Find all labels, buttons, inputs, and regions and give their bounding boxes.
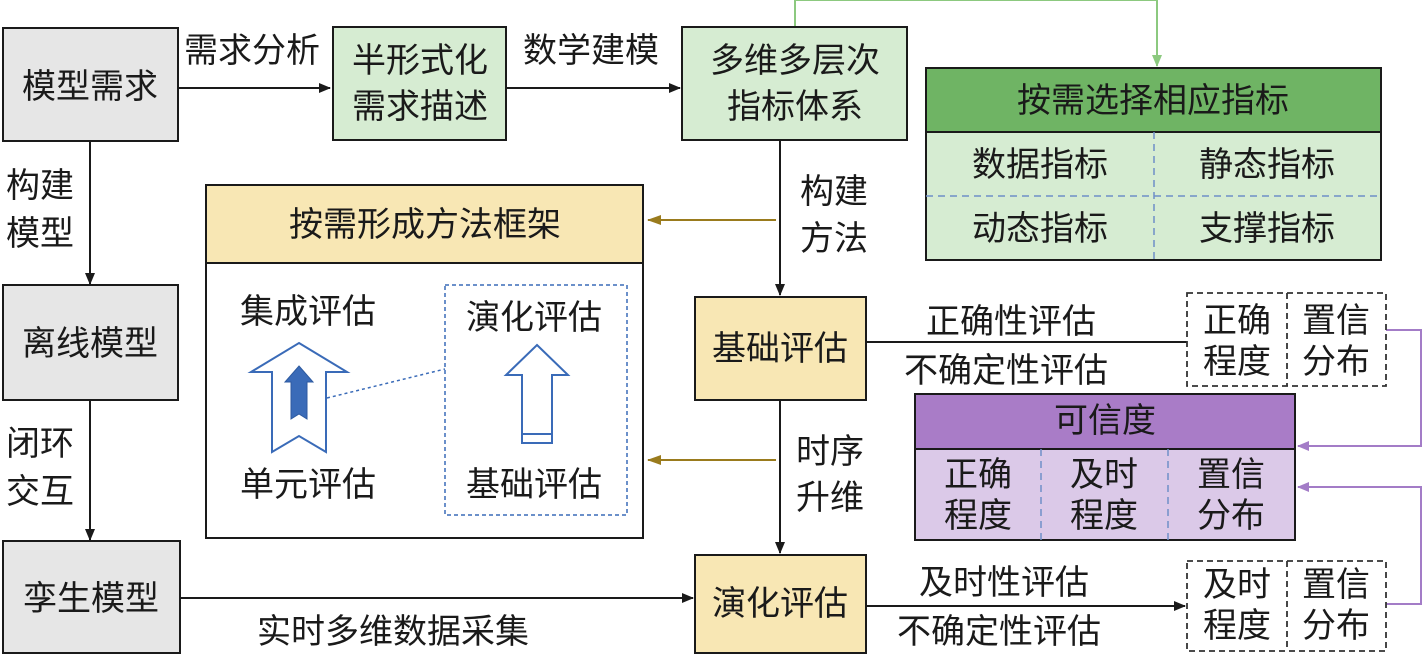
indicator-support: 支撑指标 bbox=[1199, 209, 1335, 249]
arrow-indicator-to-selection bbox=[794, 0, 1162, 67]
credibility-correct-2: 程度 bbox=[944, 496, 1012, 536]
integrated-eval-label: 集成评估 bbox=[240, 292, 376, 332]
edge-label-requirement-analysis: 需求分析 bbox=[184, 31, 320, 71]
edge-label-uncertainty-eval-bottom: 不确定性评估 bbox=[897, 612, 1101, 652]
olive-connectors bbox=[647, 215, 776, 465]
evolution-dashed-box bbox=[444, 284, 628, 516]
node-twin-model: 孪生模型 bbox=[2, 540, 181, 654]
edge-label-closed-loop-2: 交互 bbox=[6, 472, 74, 512]
result-bottom-timely-2: 程度 bbox=[1203, 606, 1271, 646]
node-evolution-eval: 演化评估 bbox=[694, 554, 867, 654]
edge-label-realtime-collect: 实时多维数据采集 bbox=[257, 612, 529, 652]
node-twin-model-label: 孪生模型 bbox=[23, 579, 159, 619]
result-box-top: 正确 程度 置信 分布 bbox=[1186, 292, 1387, 387]
unit-solid-arrow-icon bbox=[283, 365, 315, 420]
edge-label-correctness-eval: 正确性评估 bbox=[926, 302, 1096, 342]
frame-link-dashed bbox=[326, 368, 446, 399]
result-top-confidence-2: 分布 bbox=[1302, 342, 1370, 382]
node-semi-formal-line1: 半形式化 bbox=[352, 41, 488, 81]
credibility-panel: 可信度 正确 程度 及时 程度 置信 分布 bbox=[914, 393, 1296, 541]
arrow-result-bottom-to-credibility bbox=[1297, 482, 1422, 605]
edge-label-time-upgrade-2: 升维 bbox=[796, 478, 864, 518]
edge-label-build-model-2: 模型 bbox=[6, 214, 74, 254]
indicator-panel: 按需选择相应指标 数据指标 静态指标 动态指标 支撑指标 bbox=[925, 67, 1382, 261]
node-basic-eval: 基础评估 bbox=[694, 296, 867, 401]
credibility-title: 可信度 bbox=[1054, 401, 1156, 441]
credibility-timely-2: 程度 bbox=[1070, 496, 1138, 536]
indicator-data: 数据指标 bbox=[972, 145, 1108, 185]
edge-label-time-upgrade-1: 时序 bbox=[796, 432, 864, 472]
method-frame-title: 按需形成方法框架 bbox=[289, 205, 561, 245]
edge-label-math-modeling: 数学建模 bbox=[523, 31, 659, 71]
node-multi-indicator: 多维多层次 指标体系 bbox=[681, 26, 908, 141]
edge-label-timeliness-eval: 及时性评估 bbox=[919, 563, 1089, 603]
credibility-confidence-2: 分布 bbox=[1197, 496, 1265, 536]
node-multi-indicator-line2: 指标体系 bbox=[727, 87, 863, 127]
result-box-bottom: 及时 程度 置信 分布 bbox=[1186, 560, 1387, 652]
edge-label-build-method-1: 构建 bbox=[800, 172, 868, 212]
frame-evolution-eval-label: 演化评估 bbox=[466, 298, 602, 338]
edge-label-uncertainty-eval-top: 不确定性评估 bbox=[904, 351, 1108, 391]
evolution-hollow-arrow-icon bbox=[503, 343, 571, 444]
node-evolution-eval-label: 演化评估 bbox=[712, 584, 848, 624]
result-bottom-confidence-1: 置信 bbox=[1302, 565, 1370, 605]
node-model-requirement-label: 模型需求 bbox=[22, 67, 158, 107]
arrow-result-top-to-credibility bbox=[1297, 329, 1422, 451]
edge-label-build-method-2: 方法 bbox=[800, 219, 868, 259]
indicator-dynamic: 动态指标 bbox=[972, 209, 1108, 249]
node-offline-model: 离线模型 bbox=[2, 284, 179, 401]
credibility-timely-1: 及时 bbox=[1070, 455, 1138, 495]
result-bottom-confidence-2: 分布 bbox=[1302, 606, 1370, 646]
method-frame: 按需形成方法框架 集成评估 单元评估 演化评估 基础评估 bbox=[205, 184, 644, 539]
node-multi-indicator-line1: 多维多层次 bbox=[710, 41, 880, 81]
result-top-confidence-1: 置信 bbox=[1302, 301, 1370, 341]
indicator-panel-title: 按需选择相应指标 bbox=[1017, 81, 1289, 121]
node-semi-formal: 半形式化 需求描述 bbox=[332, 26, 507, 141]
node-offline-model-label: 离线模型 bbox=[22, 324, 158, 364]
indicator-static: 静态指标 bbox=[1199, 145, 1335, 185]
result-bottom-timely-1: 及时 bbox=[1203, 565, 1271, 605]
edge-label-closed-loop-1: 闭环 bbox=[6, 424, 74, 464]
frame-basic-eval-label: 基础评估 bbox=[466, 465, 602, 505]
connectors bbox=[85, 83, 1187, 611]
node-semi-formal-line2: 需求描述 bbox=[352, 87, 488, 127]
unit-eval-label: 单元评估 bbox=[240, 465, 376, 505]
credibility-correct-1: 正确 bbox=[944, 455, 1012, 495]
result-top-correct-2: 程度 bbox=[1203, 342, 1271, 382]
edge-label-build-model-1: 构建 bbox=[6, 166, 74, 206]
node-model-requirement: 模型需求 bbox=[2, 27, 179, 142]
node-basic-eval-label: 基础评估 bbox=[712, 329, 848, 369]
credibility-confidence-1: 置信 bbox=[1197, 455, 1265, 495]
result-top-correct-1: 正确 bbox=[1203, 301, 1271, 341]
